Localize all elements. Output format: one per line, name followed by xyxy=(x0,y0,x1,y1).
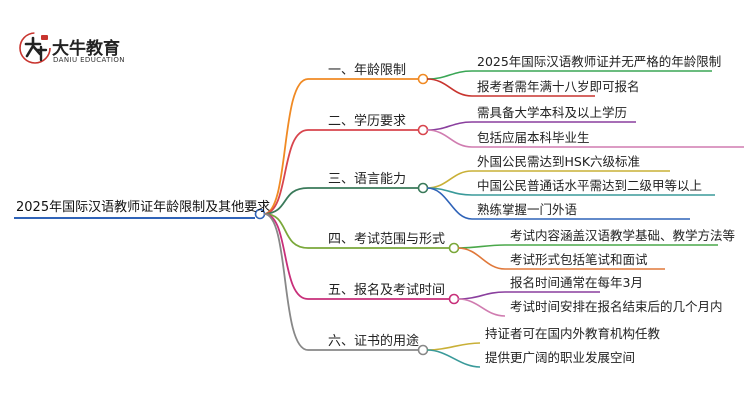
leaf-label-2-2: 包括应届本科毕业生 xyxy=(477,130,590,145)
leaf-label-6-1: 持证者可在国内外教育机构任教 xyxy=(485,326,661,341)
branch-connector-4 xyxy=(263,213,449,249)
leaf-label-4-1: 考试内容涵盖汉语教学基础、教学方法等 xyxy=(510,228,736,243)
branch-node-dot-6 xyxy=(417,344,429,356)
branch-label-4: 四、考试范围与形式 xyxy=(328,232,446,247)
leaf-connector-2-1 xyxy=(426,121,636,131)
branch-node-dot-5 xyxy=(448,293,460,305)
leaf-connector-3-3 xyxy=(426,187,690,220)
leaf-label-1-1: 2025年国际汉语教师证并无严格的年龄限制 xyxy=(477,54,722,69)
logo-emblem-icon xyxy=(19,32,51,64)
branch-node-dot-1 xyxy=(417,73,429,85)
branch-connector-2 xyxy=(263,129,418,215)
branch-connector-3 xyxy=(263,187,418,215)
leaf-label-3-1: 外国公民需达到HSK六级标准 xyxy=(477,154,641,169)
branch-label-5: 五、报名及考试时间 xyxy=(328,283,446,298)
branch-node-dot-2 xyxy=(417,124,429,136)
branch-label-1: 一、年龄限制 xyxy=(328,63,407,78)
leaf-connector-4-1 xyxy=(457,244,718,249)
leaf-connector-1-1 xyxy=(426,70,712,80)
leaf-label-5-1: 报名时间通常在每年3月 xyxy=(510,275,643,290)
leaf-label-6-2: 提供更广阔的职业发展空间 xyxy=(485,350,636,365)
branch-node-dot-4 xyxy=(448,242,460,254)
branch-label-6: 六、证书的用途 xyxy=(328,334,420,349)
brand-logo xyxy=(18,30,178,66)
brand-subtitle: DANIU EDUCATION xyxy=(53,56,125,64)
leaf-label-3-2: 中国公民普通话水平需达到二级甲等以上 xyxy=(477,178,703,193)
branch-label-2: 二、学历要求 xyxy=(328,114,407,129)
branch-connector-1 xyxy=(263,78,418,215)
leaf-label-3-3: 熟练掌握一门外语 xyxy=(477,202,578,217)
leaf-label-2-1: 需具备大学本科及以上学历 xyxy=(477,105,628,120)
root-topic: 2025年国际汉语教师证年龄限制及其他要求 xyxy=(16,200,271,215)
leaf-label-5-2: 考试时间安排在报名结束后的几个月内 xyxy=(510,299,723,314)
leaf-connector-5-1 xyxy=(457,291,600,300)
branch-node-dot-3 xyxy=(417,182,429,194)
leaf-connector-6-2 xyxy=(426,349,481,368)
leaf-connector-1-2 xyxy=(426,78,595,97)
leaf-label-4-2: 考试形式包括笔试和面试 xyxy=(510,252,648,267)
brand-name: 大牛教育 xyxy=(52,39,120,59)
leaf-label-1-2: 报考者需年满十八岁即可报名 xyxy=(477,79,640,94)
branch-connector-6 xyxy=(263,213,418,351)
leaf-connector-4-2 xyxy=(457,247,665,270)
leaf-connector-6-1 xyxy=(426,342,481,351)
branch-label-3: 三、语言能力 xyxy=(328,172,407,187)
leaf-connector-2-2 xyxy=(426,129,744,148)
branch-connector-5 xyxy=(263,213,449,300)
leaf-connector-5-2 xyxy=(457,298,506,317)
leaf-connector-3-1 xyxy=(426,170,670,189)
